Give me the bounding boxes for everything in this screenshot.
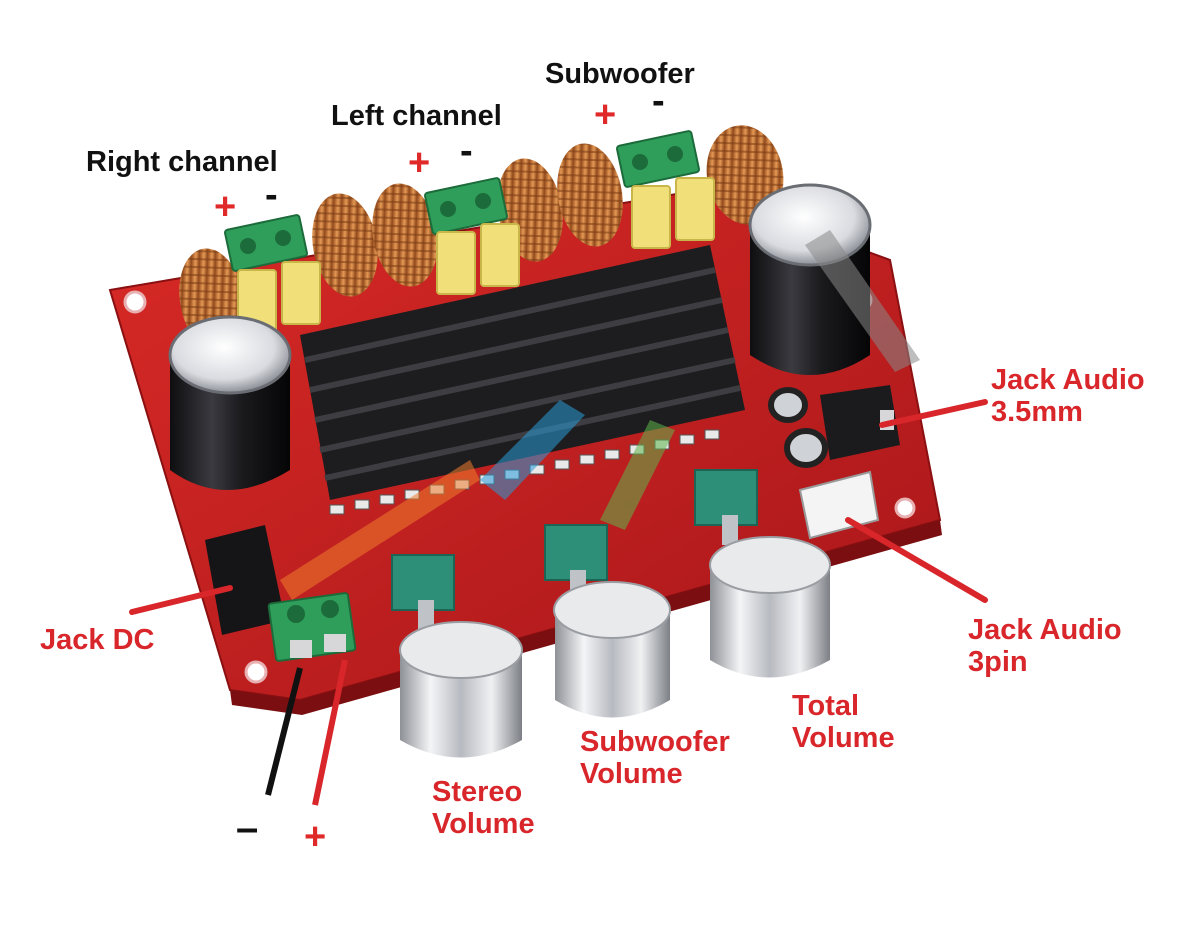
dc-wire-positive [312, 659, 348, 806]
dc-terminal [267, 592, 357, 662]
pointer-jack-audio-3pin [845, 517, 988, 603]
label-subwoofer: Subwoofer [545, 58, 695, 90]
jack-audio-3pin [798, 470, 880, 540]
dc-wire-negative [265, 667, 303, 796]
knob-stereo-volume [391, 554, 523, 758]
label-total-volume: Total Volume [792, 690, 895, 755]
film-capacitors [237, 177, 715, 333]
speaker-terminals [224, 130, 700, 272]
mounting-holes [123, 289, 916, 684]
subwoofer-minus: - [652, 80, 665, 122]
label-left-channel: Left channel [331, 100, 502, 132]
inductor-coils [179, 125, 784, 352]
pointer-jack-dc [129, 585, 233, 615]
watermark-logo [280, 230, 920, 600]
left-channel-plus: + [408, 142, 431, 184]
right-channel-plus: + [214, 186, 237, 228]
right-channel-minus: - [265, 174, 278, 216]
left-channel-minus: - [460, 130, 473, 172]
small-capacitors [768, 387, 828, 468]
subwoofer-plus: + [594, 94, 617, 136]
knob-subwoofer-volume [544, 524, 671, 718]
label-jack-audio-35mm: Jack Audio 3.5mm [991, 364, 1145, 429]
pointer-jack-audio-35mm [879, 399, 988, 428]
dc-plus: + [304, 816, 327, 858]
label-subwoofer-volume: Subwoofer Volume [580, 726, 730, 791]
jack-dc [205, 525, 285, 635]
dc-minus: – [236, 806, 259, 850]
pointer-lines [129, 399, 988, 615]
label-jack-dc: Jack DC [40, 624, 155, 656]
knob-total-volume [694, 469, 831, 678]
label-jack-audio-3pin: Jack Audio 3pin [968, 614, 1122, 679]
capacitor-left [168, 315, 292, 490]
label-right-channel: Right channel [86, 146, 278, 178]
label-stereo-volume: Stereo Volume [432, 776, 535, 841]
